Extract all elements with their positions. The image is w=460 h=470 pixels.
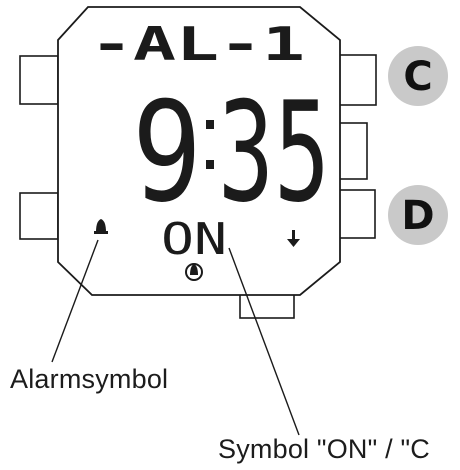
lower-right-side-button xyxy=(334,189,376,239)
hours-digit: 9 xyxy=(132,72,202,233)
svg-text:C: C xyxy=(403,54,432,100)
time-colon xyxy=(206,120,214,169)
alarm-symbol-caption: Alarmsymbol xyxy=(10,364,169,394)
arrow-down-icon xyxy=(287,230,300,247)
button-d-badge: D xyxy=(388,185,448,245)
upper-left-side-button xyxy=(19,55,59,105)
on-symbol-caption: Symbol "ON" / "C xyxy=(218,434,430,464)
minutes-digits: 35 xyxy=(218,72,330,233)
alarm-symbol-leader-line xyxy=(51,239,99,363)
alarm-indicator-icon xyxy=(185,263,203,281)
button-c-badge: C xyxy=(388,46,448,106)
svg-text:D: D xyxy=(401,193,434,239)
bell-icon xyxy=(94,219,108,234)
alarm-mode-label: -AL-1 xyxy=(90,17,305,71)
alarm-status-label: ON xyxy=(161,214,227,265)
upper-right-side-button xyxy=(335,54,377,106)
on-symbol-leader-line xyxy=(228,247,300,436)
lower-left-side-button xyxy=(19,192,59,240)
watch-case-outline xyxy=(57,6,341,296)
